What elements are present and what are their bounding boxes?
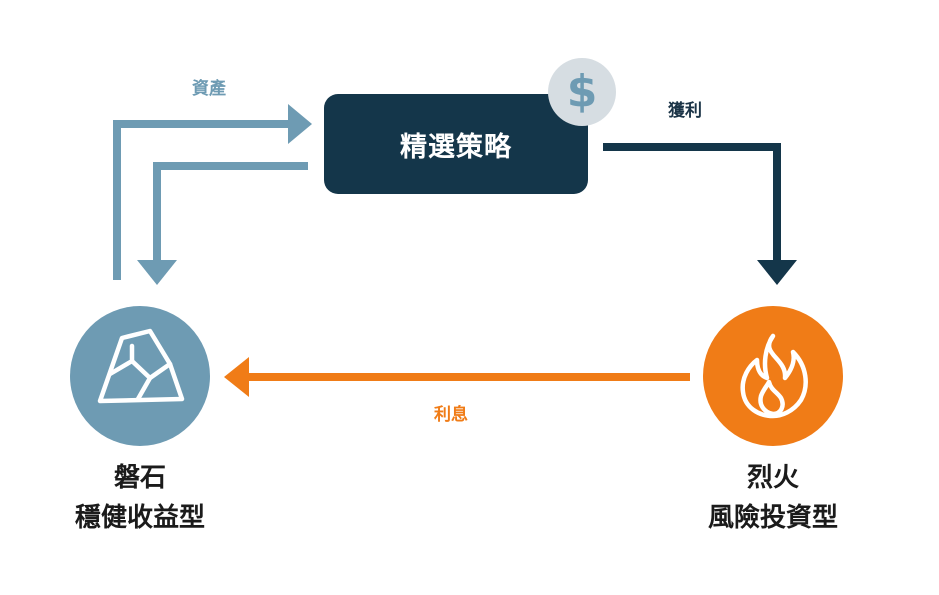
fire-type: 風險投資型 xyxy=(707,503,838,533)
profit-arrow-line xyxy=(603,143,781,262)
fire-name: 烈火 xyxy=(746,463,799,493)
profit-arrowhead xyxy=(757,260,797,285)
dollar-symbol: $ xyxy=(566,66,598,117)
rock-type: 穩健收益型 xyxy=(74,503,205,533)
assets-arrow-line xyxy=(113,120,290,280)
assets-label: 資產 xyxy=(192,79,226,99)
rock-title: 磐石 穩健收益型 xyxy=(30,458,250,538)
fire-title: 烈火 風險投資型 xyxy=(663,458,883,538)
rock-name: 磐石 xyxy=(113,463,166,493)
flame-icon xyxy=(740,333,808,419)
rock-icon xyxy=(97,328,185,404)
assets-arrowhead xyxy=(288,104,312,144)
dollar-icon: $ xyxy=(548,58,616,126)
interest-label: 利息 xyxy=(434,405,468,425)
interest-arrowhead xyxy=(224,357,249,397)
rock-node xyxy=(70,306,210,446)
profit-label: 獲利 xyxy=(668,101,702,121)
return-arrowhead xyxy=(137,260,177,285)
strategy-title: 精選策略 xyxy=(400,131,512,163)
return-arrow-line xyxy=(153,162,308,262)
strategy-box: 精選策略 xyxy=(324,94,588,194)
fire-node xyxy=(703,306,843,446)
